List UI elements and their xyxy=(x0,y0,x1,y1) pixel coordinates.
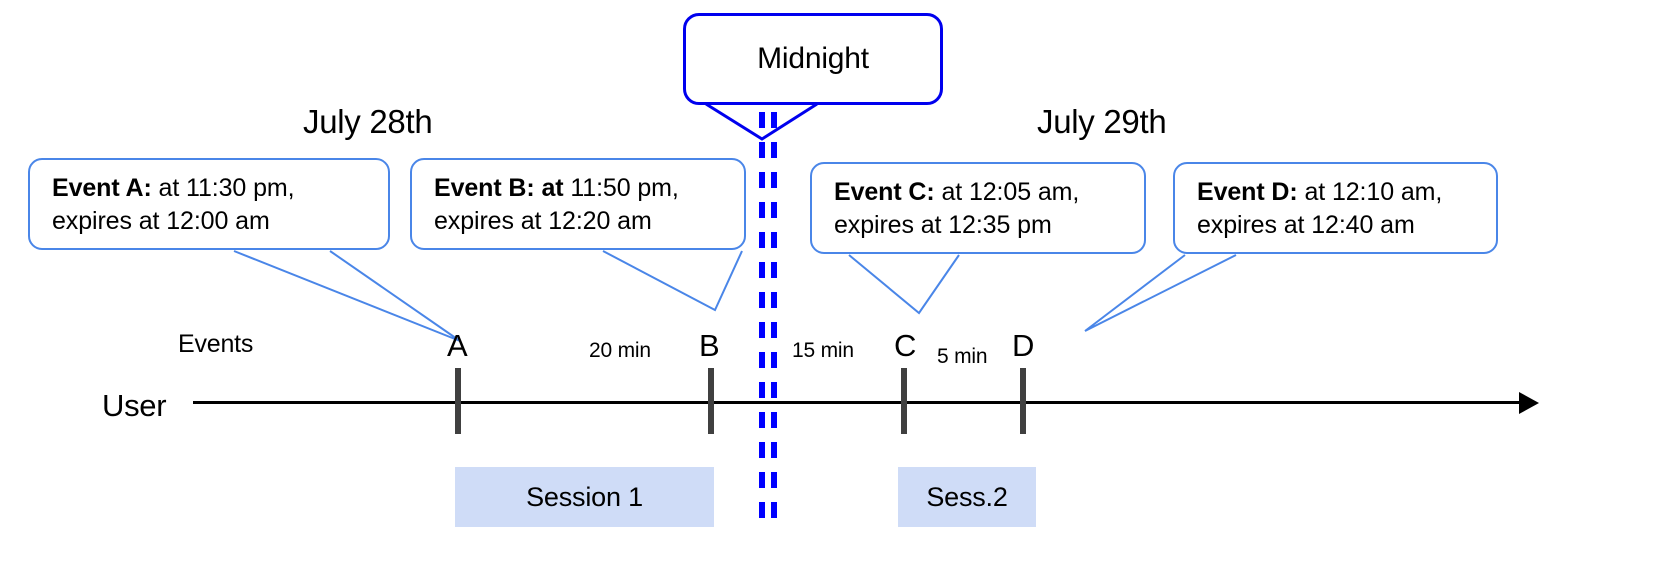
callout-event-a-lead: Event A: xyxy=(52,174,152,202)
midnight-callout: Midnight xyxy=(683,13,943,105)
gap-label-ab: 20 min xyxy=(589,339,651,363)
tick-c xyxy=(901,368,907,434)
session-box-1-label: Session 1 xyxy=(526,481,643,512)
callout-event-b-lead: Event B: at xyxy=(434,174,564,202)
callout-event-c-line2: expires at 12:35 pm xyxy=(834,211,1052,239)
session-box-2: Sess.2 xyxy=(898,467,1036,527)
tick-a xyxy=(455,368,461,434)
callout-event-d: Event D: at 12:10 am, expires at 12:40 a… xyxy=(1173,162,1498,254)
marker-letter-a-text: A xyxy=(447,328,468,363)
timeline-axis xyxy=(193,401,1522,404)
marker-letter-c-text: C xyxy=(894,328,917,363)
callout-event-c-lead: Event C: xyxy=(834,178,935,206)
midnight-callout-label: Midnight xyxy=(757,42,869,75)
tick-d xyxy=(1020,368,1026,434)
events-row-label: Events xyxy=(178,330,253,359)
session-box-2-label: Sess.2 xyxy=(926,481,1008,512)
timeline-arrowhead xyxy=(1519,392,1539,414)
callout-event-a: Event A: at 11:30 pm, expires at 12:00 a… xyxy=(28,158,390,250)
gap-label-bc-text: 15 min xyxy=(792,339,854,362)
date-label-july-29: July 29th xyxy=(1037,103,1167,141)
marker-letter-c: C xyxy=(894,328,916,364)
gap-label-cd-text: 5 min xyxy=(937,345,988,368)
leader-event-d xyxy=(1084,254,1237,332)
callout-event-b-line2: expires at 12:20 am xyxy=(434,207,652,235)
session-box-1: Session 1 xyxy=(455,467,714,527)
leader-event-a xyxy=(233,250,461,342)
midnight-line-left xyxy=(759,112,765,532)
callout-event-a-line1: at 11:30 pm, xyxy=(151,174,295,202)
user-row-label: User xyxy=(102,388,167,424)
marker-letter-b-text: B xyxy=(699,328,720,363)
callout-event-b: Event B: at 11:50 pm, expires at 12:20 a… xyxy=(410,158,746,250)
marker-letter-d: D xyxy=(1012,328,1034,364)
callout-event-d-line2: expires at 12:40 am xyxy=(1197,211,1415,239)
gap-label-cd: 5 min xyxy=(937,345,988,369)
callout-event-b-line1: 11:50 pm, xyxy=(563,174,679,202)
date-label-july-28: July 28th xyxy=(303,103,433,141)
date-label-july-29-text: July 29th xyxy=(1037,103,1167,140)
marker-letter-d-text: D xyxy=(1012,328,1035,363)
date-label-july-28-text: July 28th xyxy=(303,103,433,140)
callout-event-c-line1: at 12:05 am, xyxy=(934,178,1080,206)
callout-event-c: Event C: at 12:05 am, expires at 12:35 p… xyxy=(810,162,1146,254)
leader-event-c xyxy=(848,254,960,315)
callout-event-a-line2: expires at 12:00 am xyxy=(52,207,270,235)
callout-event-d-lead: Event D: xyxy=(1197,178,1298,206)
events-row-label-text: Events xyxy=(178,330,254,358)
leader-event-b xyxy=(602,250,743,312)
callout-event-d-line1: at 12:10 am, xyxy=(1297,178,1443,206)
midnight-line-right xyxy=(771,112,777,532)
gap-label-ab-text: 20 min xyxy=(589,339,651,362)
gap-label-bc: 15 min xyxy=(792,339,854,363)
tick-b xyxy=(708,368,714,434)
marker-letter-a: A xyxy=(447,328,468,364)
marker-letter-b: B xyxy=(699,328,720,364)
user-row-label-text: User xyxy=(102,388,167,423)
